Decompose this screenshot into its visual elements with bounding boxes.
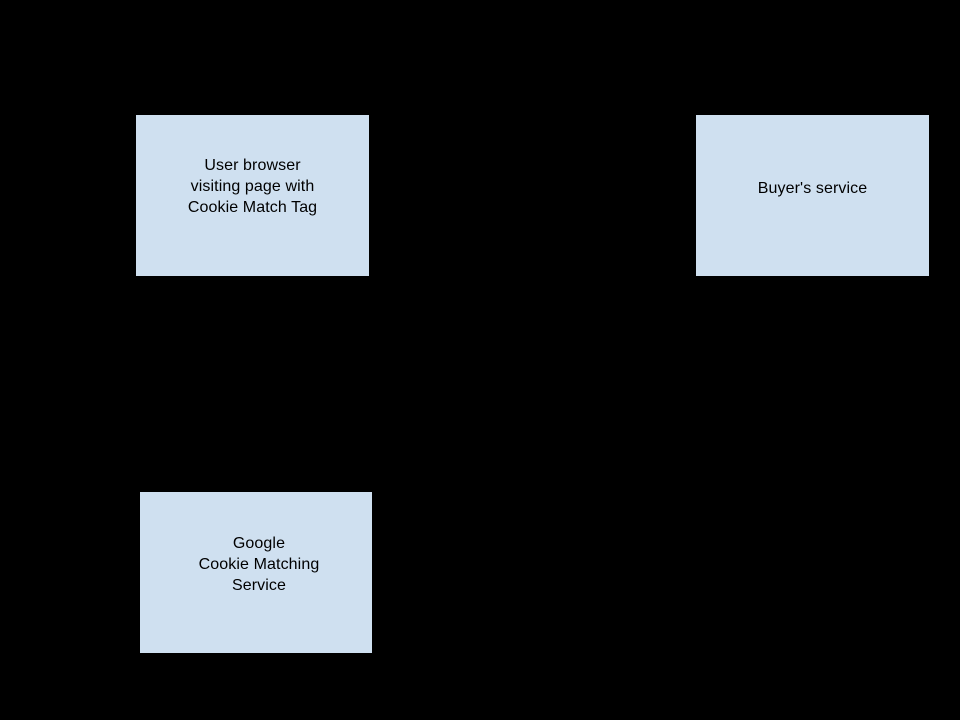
node-user-browser[interactable]: User browser visiting page with Cookie M… [136,115,369,276]
node-buyers-service-label: Buyer's service [757,180,868,197]
node-google-cookie-matching[interactable]: Google Cookie Matching Service [140,492,372,653]
node-google-cookie-matching-label: Google Cookie Matching Service [198,535,320,594]
node-buyers-service[interactable]: Buyer's service [696,115,929,276]
node-user-browser-label: User browser visiting page with Cookie M… [187,157,318,216]
